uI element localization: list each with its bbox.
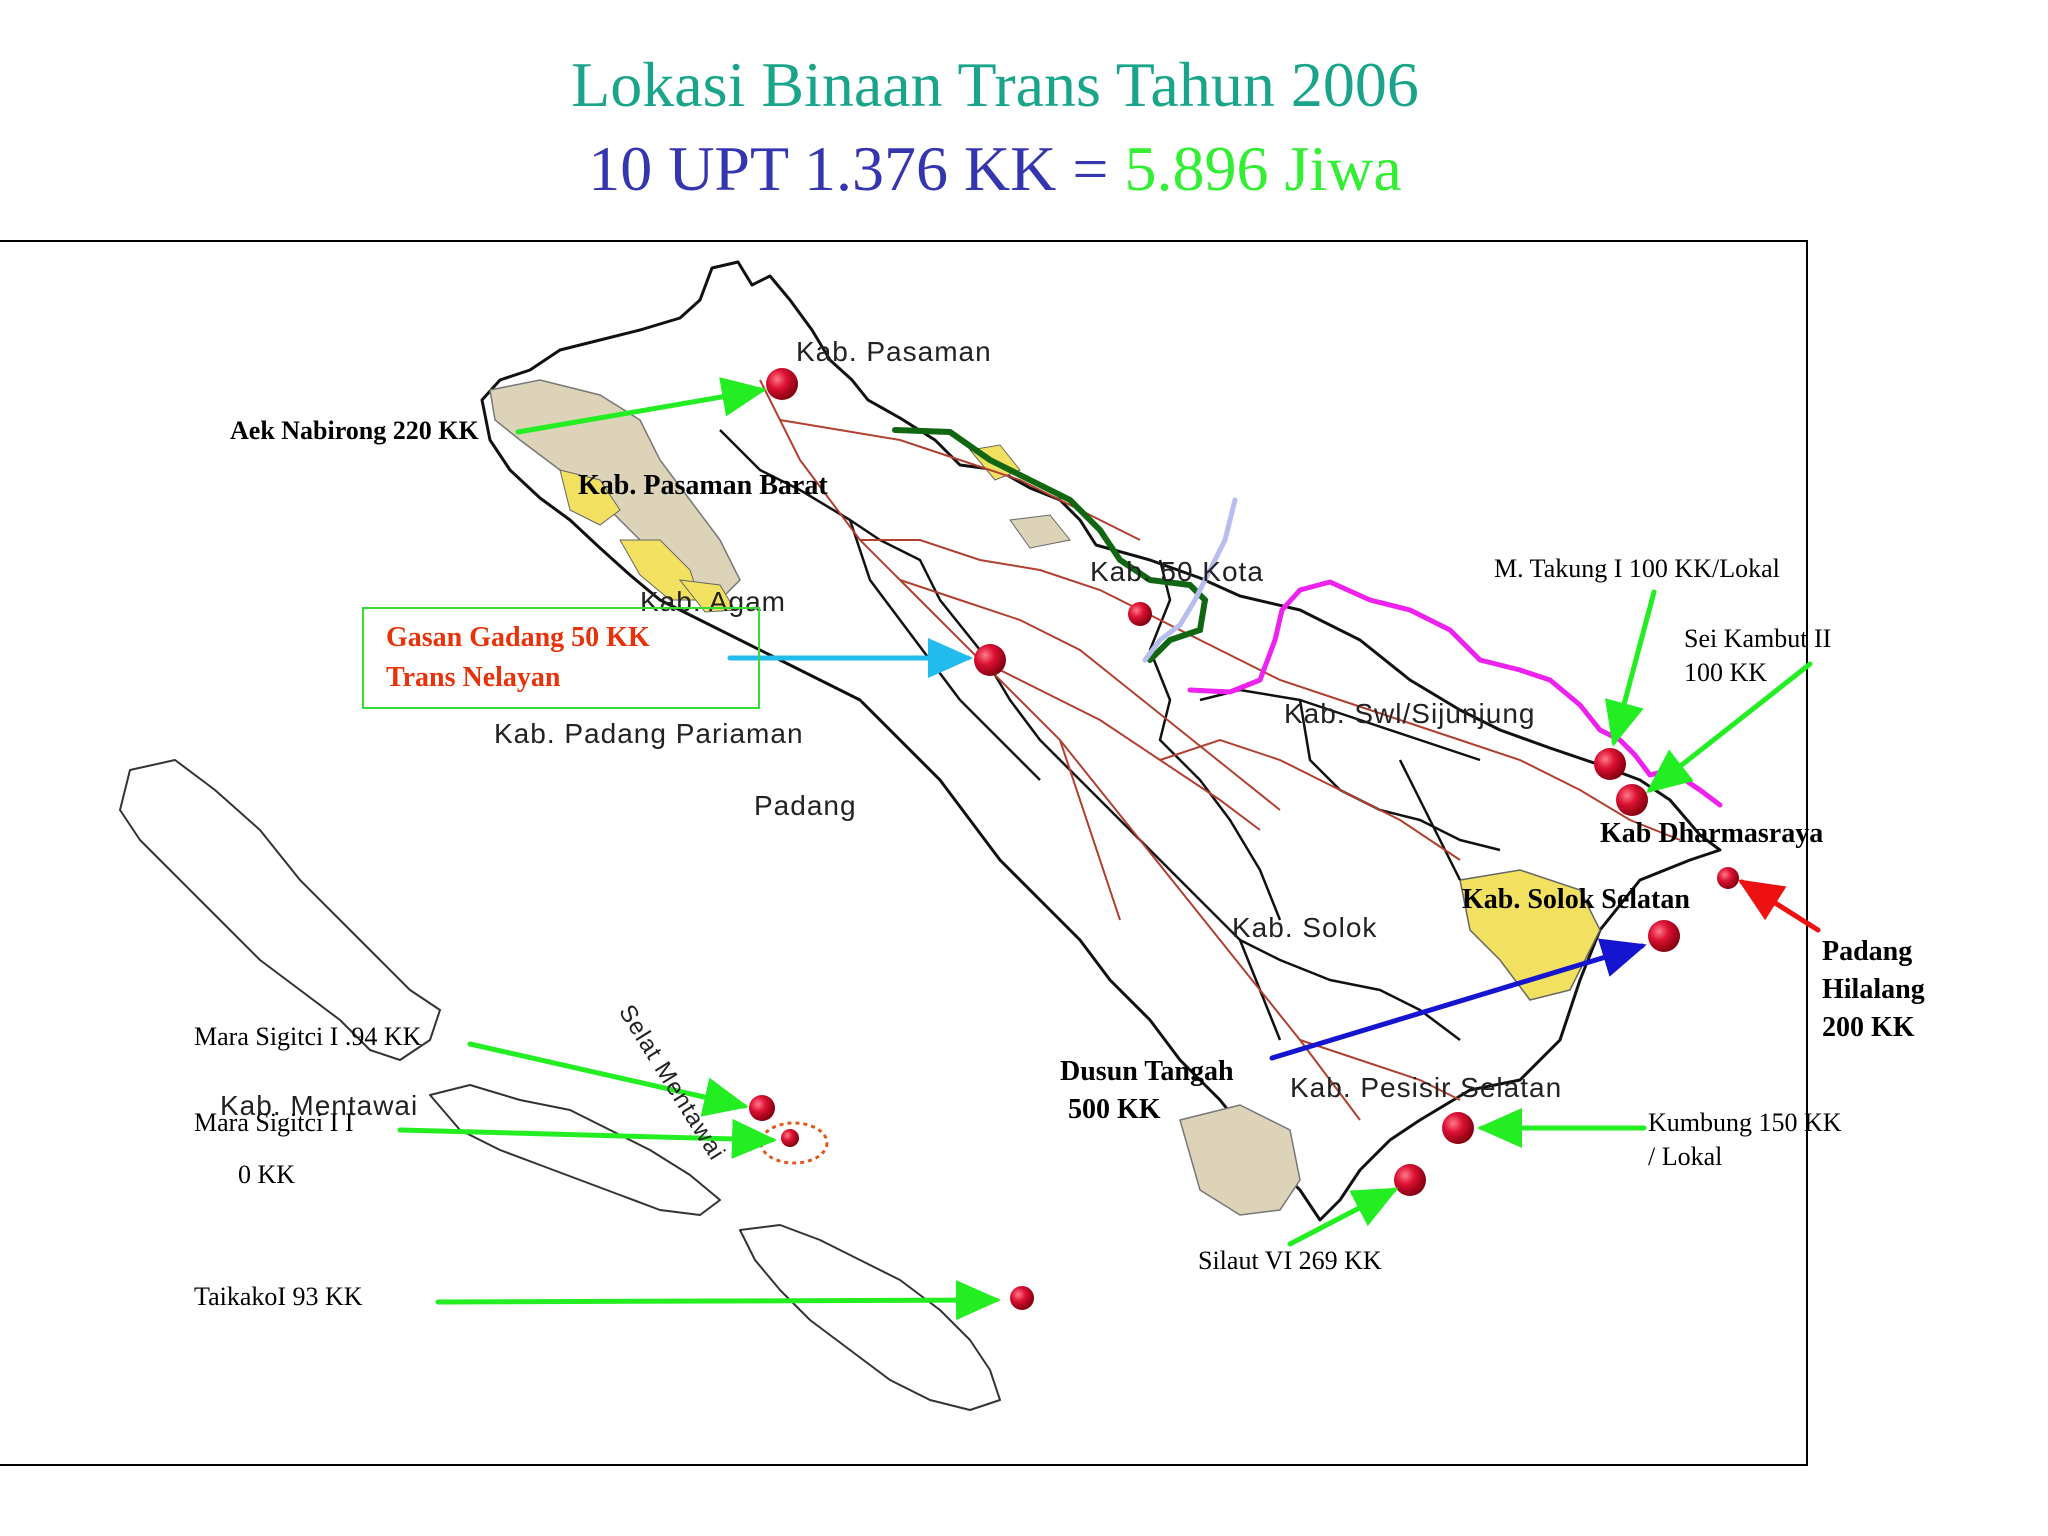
site-marker-sei-kambut (1616, 784, 1648, 816)
site-label-taikako: TaikakoI 93 KK (194, 1282, 363, 1311)
site-marker-mara-sigitci-2 (781, 1129, 799, 1147)
region-label-50-kota: Kab. 50 Kota (1090, 556, 1264, 587)
boundary-lavender (1142, 497, 1238, 663)
roads (759, 379, 1681, 1121)
site-label-trans-nelayan: Trans Nelayan (386, 662, 561, 693)
gasan-gadang-callout-box (362, 607, 760, 709)
site-label-dusun-tangah-kk: 500 KK (1068, 1094, 1161, 1125)
arrow-mara-sigitci-1 (467, 1041, 749, 1117)
mentawai-islands (119, 759, 1001, 1411)
site-label-mara-sigitci-2: Mara Sigitci I I (194, 1108, 354, 1137)
mara-sigitci-2-highlight (759, 1121, 829, 1165)
arrow-padang-hilalang (1737, 879, 1821, 933)
arrow-sei-kambut (1646, 661, 1813, 794)
map-frame (0, 240, 1808, 1466)
site-marker-silaut (1394, 1164, 1426, 1196)
site-label-kumbung: Kumbung 150 KK (1648, 1108, 1842, 1137)
site-label-gasan-gadang: Gasan Gadang 50 KK (386, 622, 650, 653)
arrow-taikako (435, 1280, 1001, 1321)
region-label-padang-pariaman: Kab. Padang Pariaman (494, 718, 804, 749)
site-marker-gasan-gadang (974, 644, 1006, 676)
subtitle-jiwa-count: 5.896 Jiwa (1124, 133, 1402, 204)
site-marker-m-takung (1594, 748, 1626, 780)
site-label-sei-kambut-kk: 100 KK (1684, 658, 1768, 687)
site-marker-mara-sigitci-1 (749, 1095, 775, 1121)
site-label-kumbung-lokal: / Lokal (1648, 1142, 1723, 1171)
site-label-mara-sigitci-2-kk: 0 KK (238, 1160, 296, 1189)
region-label-dharmasraya: Kab Dharmasraya (1600, 818, 1824, 849)
region-label-agam: Kab. Agam (640, 586, 786, 617)
region-label-mentawai: Kab. Mentawai (220, 1090, 419, 1121)
boundary-darkgreen (892, 427, 1209, 663)
slide-title: Lokasi Binaan Trans Tahun 2006 (571, 49, 1419, 120)
site-label-m-takung: M. Takung I 100 KK/Lokal (1494, 554, 1780, 583)
region-label-solok: Kab. Solok (1232, 912, 1378, 943)
arrow-dusun-tangah (1269, 938, 1647, 1061)
region-label-pasaman-barat: Kab. Pasaman Barat (578, 470, 828, 501)
site-label-aek-nabirong: Aek Nabirong 220 KK (230, 416, 479, 445)
regency-boundaries (719, 429, 1501, 1041)
site-label-dusun-tangah: Dusun Tangah (1060, 1056, 1234, 1087)
site-marker-aek-nabirong (766, 368, 798, 400)
site-marker-50-kota (1128, 602, 1152, 626)
site-label-silaut: Silaut VI 269 KK (1198, 1246, 1382, 1275)
site-marker-kumbung (1442, 1112, 1474, 1144)
region-label-padang: Padang (754, 790, 857, 821)
site-marker-taikako (1010, 1286, 1034, 1310)
region-label-sijunjung: Kab. Swl/Sijunjung (1284, 698, 1536, 729)
subtitle-upt-count: 10 UPT 1.376 KK = (588, 133, 1109, 204)
arrow-mara-sigitci-2 (397, 1118, 777, 1159)
site-label-sei-kambut: Sei Kambut II (1684, 624, 1832, 653)
arrow-m-takung (1604, 589, 1657, 747)
arrow-silaut (1287, 1187, 1399, 1247)
site-label-mara-sigitci-1: Mara Sigitci I .94 KK (194, 1022, 422, 1051)
plantation-areas (489, 379, 1601, 1216)
boundary-magenta (1187, 579, 1723, 808)
site-label-padang-hilalang-3: 200 KK (1822, 1012, 1915, 1043)
region-label-pasaman: Kab. Pasaman (796, 336, 992, 367)
site-marker-dusun-tangah (1648, 920, 1680, 952)
region-label-solok-selatan: Kab. Solok Selatan (1462, 884, 1690, 915)
arrow-aek-nabirong (515, 377, 767, 435)
slide-subtitle: 10 UPT 1.376 KK = 5.896 Jiwa (0, 132, 1990, 206)
site-label-padang-hilalang-2: Hilalang (1822, 974, 1925, 1005)
site-label-padang-hilalang-1: Padang (1822, 936, 1913, 967)
callout-arrows (397, 377, 1821, 1321)
region-label-pesisir-selatan: Kab. Pesisir Selatan (1290, 1072, 1563, 1103)
site-markers (749, 368, 1739, 1310)
site-marker-padang-hilalang (1717, 867, 1739, 889)
